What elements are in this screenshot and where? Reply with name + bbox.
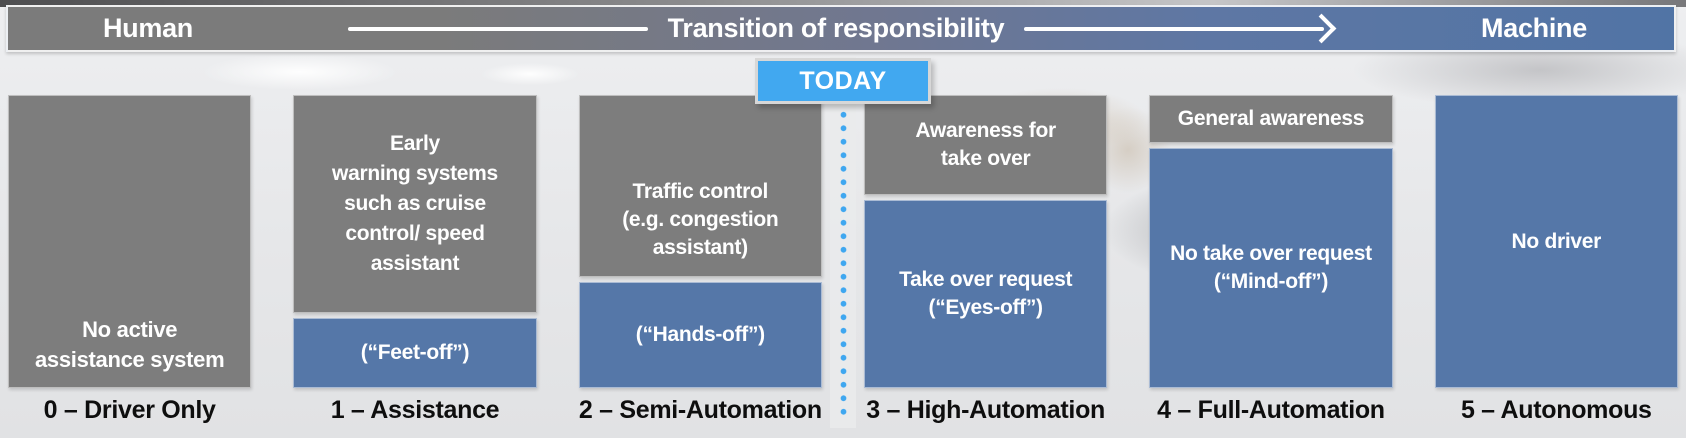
level-1-mode-box: (“Feet-off”) [293, 318, 537, 388]
transition-title: Transition of responsibility [667, 13, 1005, 43]
level-2-mode-box: (“Hands-off”) [578, 282, 822, 388]
level-4-description-box: General awareness [1149, 95, 1393, 143]
level-4-mode: No take over request (“Mind-off”) [1170, 242, 1372, 293]
level-column-3: Awareness for take over Take over reques… [863, 95, 1108, 438]
level-column-2: Traffic control (e.g. congestion assista… [578, 95, 822, 438]
level-3-mode: Take over request (“Eyes-off”) [899, 268, 1073, 319]
level-5-label: 5 – Autonomous [1460, 396, 1652, 424]
level-column-1: Early warning systems such as cruise con… [293, 95, 537, 438]
machine-label: Machine [1481, 13, 1587, 43]
background-photo-edge [0, 0, 1686, 7]
level-3-mode-box: Take over request (“Eyes-off”) [863, 200, 1108, 388]
level-2-boxes: Traffic control (e.g. congestion assista… [578, 95, 822, 388]
level-0-description: No active assistance system [34, 317, 225, 372]
level-3-description: Awareness for take over [915, 119, 1056, 170]
today-badge: TODAY [755, 58, 931, 104]
arrow-line-left [348, 26, 648, 31]
level-5-mode-box: No driver [1434, 95, 1678, 388]
level-3-description-box: Awareness for take over [863, 95, 1108, 195]
level-4-description: General awareness [1177, 107, 1365, 130]
today-dotted-line [837, 108, 850, 422]
level-4-mode-box: No take over request (“Mind-off”) [1149, 148, 1393, 388]
transition-arrow: Transition of responsibility [348, 7, 1337, 50]
level-column-5: No driver 5 – Autonomous [1434, 95, 1678, 438]
level-5-boxes: No driver [1434, 95, 1678, 388]
level-0-boxes: No active assistance system [8, 95, 252, 388]
level-column-0: No active assistance system 0 – Driver O… [8, 95, 252, 438]
level-2-description: Traffic control (e.g. congestion assista… [622, 180, 779, 259]
level-2-description-box: Traffic control (e.g. congestion assista… [578, 95, 822, 277]
level-2-label: 2 – Semi-Automation [578, 396, 822, 424]
level-5-mode: No driver [1511, 229, 1602, 253]
level-1-description: Early warning systems such as cruise con… [332, 132, 498, 275]
arrow-head-icon [1306, 13, 1337, 44]
level-1-label: 1 – Assistance [330, 396, 500, 424]
automation-level-columns: No active assistance system 0 – Driver O… [8, 95, 1678, 438]
arrow-line-right [1024, 26, 1324, 31]
level-0-description-box: No active assistance system [8, 95, 252, 388]
human-label: Human [102, 13, 193, 43]
level-0-label: 0 – Driver Only [43, 396, 216, 424]
level-3-boxes: Awareness for take over Take over reques… [863, 95, 1108, 388]
level-4-boxes: General awareness No take over request (… [1149, 95, 1393, 388]
level-1-mode: (“Feet-off”) [360, 341, 470, 364]
level-1-description-box: Early warning systems such as cruise con… [293, 95, 537, 313]
level-3-label: 3 – High-Automation [866, 396, 1106, 424]
level-4-label: 4 – Full-Automation [1157, 396, 1385, 424]
level-1-boxes: Early warning systems such as cruise con… [293, 95, 537, 388]
responsibility-transition-bar: Human Transition of responsibility Machi… [6, 5, 1676, 52]
level-2-mode: (“Hands-off”) [635, 323, 765, 346]
level-column-4: General awareness No take over request (… [1149, 95, 1393, 438]
